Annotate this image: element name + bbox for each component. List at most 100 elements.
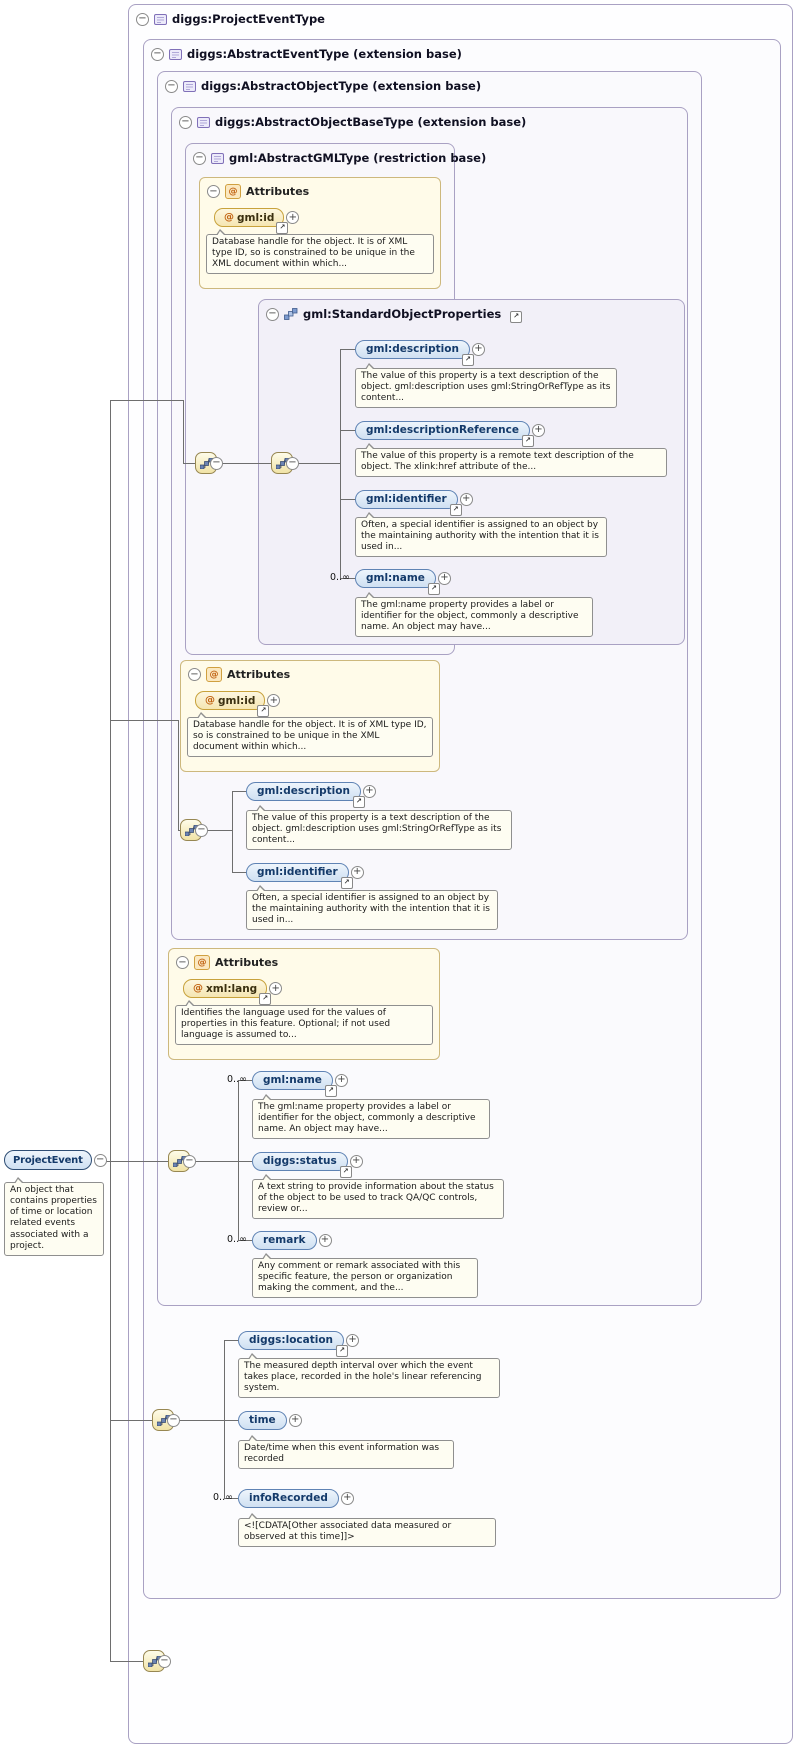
collapse-icon[interactable]: −: [93, 1153, 107, 1167]
attribute-gml-id[interactable]: @ gml:id ↗: [214, 208, 289, 234]
collapse-icon[interactable]: −: [195, 823, 208, 837]
link-icon[interactable]: ↗: [257, 705, 270, 717]
collapse-icon[interactable]: −: [286, 456, 299, 470]
expand-icon[interactable]: +: [286, 211, 300, 224]
doc-inforecorded: <![CDATA[Other associated data measured …: [238, 1512, 496, 1548]
expand-icon[interactable]: +: [362, 784, 376, 798]
collapse-icon[interactable]: −: [210, 456, 223, 470]
link-icon[interactable]: ↗: [461, 353, 474, 366]
expand-icon[interactable]: +: [288, 1413, 302, 1427]
collapse-icon[interactable]: −: [176, 956, 189, 969]
event-element-diggs-location[interactable]: diggs:location ↗ +: [238, 1330, 360, 1357]
collapse-icon[interactable]: −: [207, 185, 220, 198]
doc-gml-descriptionreference: The value of this property is a remote t…: [355, 442, 667, 478]
sequence-icon-event-content[interactable]: −: [152, 1409, 180, 1431]
collapse-icon[interactable]: −: [179, 115, 192, 129]
attributes-box-object: − @ Attributes @ xml:lang ↗ + Identifies…: [168, 948, 440, 1060]
expand-icon[interactable]: +: [471, 342, 485, 356]
sequence-icon-object-content[interactable]: −: [168, 1150, 196, 1172]
collapse-icon[interactable]: −: [151, 47, 164, 61]
link-icon[interactable]: ↗: [339, 1165, 352, 1178]
object-element-diggs-status[interactable]: diggs:status ↗ +: [252, 1151, 363, 1178]
sop-element-gml-descriptionreference[interactable]: gml:descriptionReference ↗ +: [355, 420, 545, 447]
sequence-icon-projectevent-content[interactable]: −: [143, 1650, 171, 1672]
sop-element-gml-name[interactable]: gml:name ↗ +: [355, 568, 451, 595]
doc-gml-name: The gml:name property provides a label o…: [252, 1093, 490, 1140]
attribute-icon: @: [194, 955, 210, 970]
element-badge[interactable]: diggs:status ↗: [252, 1151, 352, 1178]
collapse-icon[interactable]: −: [183, 1154, 196, 1168]
link-icon[interactable]: ↗: [427, 582, 440, 595]
collapse-icon[interactable]: −: [136, 12, 149, 26]
expand-icon[interactable]: +: [349, 1154, 363, 1168]
attributes-box-gmltype: − @ Attributes @ gml:id ↗ + Database han…: [199, 177, 441, 289]
objectbase-element-gml-identifier[interactable]: gml:identifier ↗ +: [246, 862, 364, 889]
expand-icon[interactable]: +: [437, 571, 451, 585]
link-icon[interactable]: ↗: [449, 503, 462, 516]
link-icon[interactable]: ↗: [521, 434, 534, 447]
element-projectevent[interactable]: ProjectEvent −: [4, 1150, 107, 1170]
element-badge[interactable]: gml:identifier ↗: [246, 862, 353, 889]
attribute-label: gml:id: [218, 694, 256, 707]
attributes-title: Attributes: [215, 956, 279, 969]
expand-icon[interactable]: +: [346, 1333, 360, 1347]
connector-line: [183, 463, 195, 464]
link-icon[interactable]: ↗: [510, 311, 523, 323]
expand-icon[interactable]: +: [318, 1233, 332, 1247]
expand-icon[interactable]: +: [269, 982, 283, 995]
collapse-icon[interactable]: −: [167, 1413, 180, 1427]
attributes-title: Attributes: [227, 668, 291, 681]
sop-element-gml-description[interactable]: gml:description ↗ +: [355, 339, 485, 366]
element-badge[interactable]: gml:name ↗: [252, 1070, 337, 1097]
collapse-icon[interactable]: −: [188, 668, 201, 681]
expand-icon[interactable]: +: [340, 1491, 354, 1505]
collapse-icon[interactable]: −: [266, 307, 279, 321]
complextype-icon: [211, 152, 224, 165]
at-glyph: @: [205, 695, 215, 706]
element-badge[interactable]: gml:description ↗: [355, 339, 474, 366]
objectbase-element-gml-description[interactable]: gml:description ↗ +: [246, 781, 376, 808]
object-element-remark[interactable]: remark +: [252, 1230, 332, 1250]
element-badge[interactable]: ProjectEvent: [4, 1150, 92, 1170]
connector-line: [224, 1420, 238, 1421]
event-element-inforecorded[interactable]: infoRecorded +: [238, 1488, 354, 1508]
connector-line: [238, 1161, 252, 1162]
element-badge[interactable]: infoRecorded: [238, 1488, 339, 1508]
element-badge[interactable]: gml:identifier ↗: [355, 489, 462, 516]
sequence-icon-gml-content[interactable]: −: [195, 452, 223, 474]
element-badge[interactable]: gml:name ↗: [355, 568, 440, 595]
element-badge[interactable]: gml:description ↗: [246, 781, 365, 808]
element-badge[interactable]: remark: [252, 1230, 317, 1250]
link-icon[interactable]: ↗: [324, 1084, 337, 1097]
element-badge[interactable]: gml:descriptionReference ↗: [355, 420, 534, 447]
collapse-icon[interactable]: −: [165, 79, 178, 93]
connector-line: [232, 872, 246, 873]
expand-icon[interactable]: +: [350, 865, 364, 879]
object-element-gml-name[interactable]: gml:name ↗ +: [252, 1070, 348, 1097]
expand-icon[interactable]: +: [334, 1073, 348, 1087]
connector-line: [178, 720, 179, 830]
link-icon[interactable]: ↗: [259, 993, 272, 1005]
connector-line: [232, 791, 233, 873]
link-icon[interactable]: ↗: [336, 1344, 349, 1357]
sequence-icon-objectbase-content[interactable]: −: [180, 819, 208, 841]
collapse-icon[interactable]: −: [193, 151, 206, 165]
sop-element-gml-identifier[interactable]: gml:identifier ↗ +: [355, 489, 473, 516]
sequence-icon-standardobjectproperties[interactable]: −: [271, 452, 299, 474]
collapse-icon[interactable]: −: [158, 1654, 171, 1668]
group-icon: [284, 308, 298, 320]
element-badge[interactable]: diggs:location ↗: [238, 1330, 349, 1357]
expand-icon[interactable]: +: [267, 694, 281, 707]
attribute-gml-id[interactable]: @ gml:id ↗: [195, 691, 270, 717]
expand-icon[interactable]: +: [459, 492, 473, 506]
expand-icon[interactable]: +: [531, 423, 545, 437]
attributes-header: − @ Attributes: [200, 178, 440, 199]
link-icon[interactable]: ↗: [352, 795, 365, 808]
element-badge[interactable]: time: [238, 1410, 287, 1430]
link-icon[interactable]: ↗: [340, 876, 353, 889]
attribute-doc: Identifies the language used for the val…: [175, 999, 433, 1046]
link-icon[interactable]: ↗: [276, 222, 289, 234]
attribute-xml-lang[interactable]: @ xml:lang ↗: [183, 979, 272, 1005]
event-element-time[interactable]: time +: [238, 1410, 302, 1430]
attribute-doc: Database handle for the object. It is of…: [187, 711, 433, 758]
